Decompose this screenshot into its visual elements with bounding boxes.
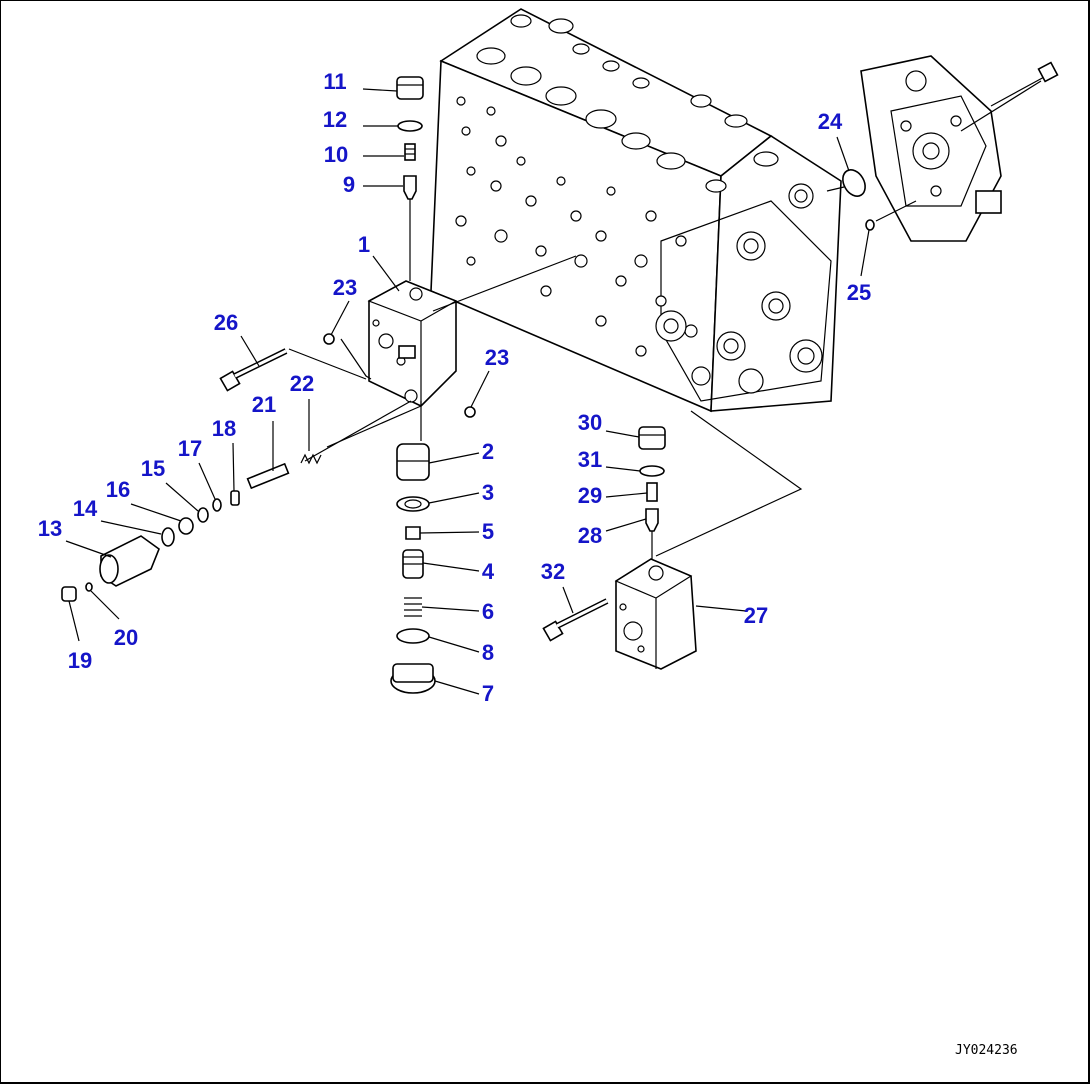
center-valve-stack bbox=[390, 443, 436, 694]
callout-25: 25 bbox=[847, 280, 871, 305]
callout-13: 13 bbox=[38, 516, 62, 541]
callout-23: 23 bbox=[333, 275, 357, 300]
plug-23b bbox=[464, 406, 476, 418]
plug-30 bbox=[638, 426, 666, 450]
main-valve-body bbox=[430, 8, 842, 413]
o-ring-31 bbox=[639, 465, 665, 477]
callout-7: 7 bbox=[482, 681, 494, 706]
callout-32: 32 bbox=[541, 559, 565, 584]
callout-20: 20 bbox=[114, 625, 138, 650]
callout-17: 17 bbox=[178, 436, 202, 461]
callout-3: 3 bbox=[482, 480, 494, 505]
bolt-26 bbox=[219, 348, 288, 392]
plug-11 bbox=[396, 76, 424, 100]
spring-29 bbox=[646, 482, 658, 502]
callout-1: 1 bbox=[358, 232, 370, 257]
pilot-block-1 bbox=[367, 280, 458, 407]
callout-11: 11 bbox=[323, 69, 346, 94]
callout-26: 26 bbox=[214, 310, 238, 335]
callout-30: 30 bbox=[578, 410, 602, 435]
callout-19: 19 bbox=[68, 648, 92, 673]
o-ring-12 bbox=[397, 120, 423, 132]
end-manifold bbox=[860, 55, 1059, 242]
callout-23: 23 bbox=[485, 345, 509, 370]
spring-10 bbox=[404, 143, 416, 161]
plug-23a bbox=[323, 333, 335, 345]
o-ring-25 bbox=[865, 219, 875, 231]
callout-18: 18 bbox=[212, 416, 236, 441]
callout-24: 24 bbox=[818, 109, 843, 134]
callout-27: 27 bbox=[744, 603, 768, 628]
callout-5: 5 bbox=[482, 519, 494, 544]
poppet-9 bbox=[403, 175, 417, 200]
callout-8: 8 bbox=[482, 640, 494, 665]
callout-14: 14 bbox=[73, 496, 98, 521]
poppet-28 bbox=[645, 508, 659, 532]
pilot-block-27 bbox=[614, 558, 697, 670]
relief-valve-assembly bbox=[61, 453, 322, 602]
callout-15: 15 bbox=[141, 456, 165, 481]
callout-16: 16 bbox=[106, 477, 130, 502]
valve-side-holes bbox=[455, 96, 698, 357]
callout-21: 21 bbox=[252, 392, 276, 417]
callout-12: 12 bbox=[323, 107, 347, 132]
callout-28: 28 bbox=[578, 523, 602, 548]
callout-9: 9 bbox=[343, 172, 355, 197]
callout-6: 6 bbox=[482, 599, 494, 624]
callout-31: 31 bbox=[578, 447, 602, 472]
valve-top-ports bbox=[476, 14, 779, 193]
callout-labels: 1234567891011121314151617181920212223232… bbox=[38, 69, 871, 706]
valve-end-ports bbox=[655, 183, 823, 394]
callout-leaders bbox=[65, 88, 870, 695]
callout-22: 22 bbox=[290, 371, 314, 396]
callout-10: 10 bbox=[324, 142, 348, 167]
callout-29: 29 bbox=[578, 483, 602, 508]
callout-4: 4 bbox=[482, 559, 495, 584]
callout-2: 2 bbox=[482, 439, 494, 464]
drawing-code: JY024236 bbox=[955, 1043, 1018, 1058]
bolt-32 bbox=[542, 598, 609, 642]
o-ring-24 bbox=[842, 169, 866, 197]
